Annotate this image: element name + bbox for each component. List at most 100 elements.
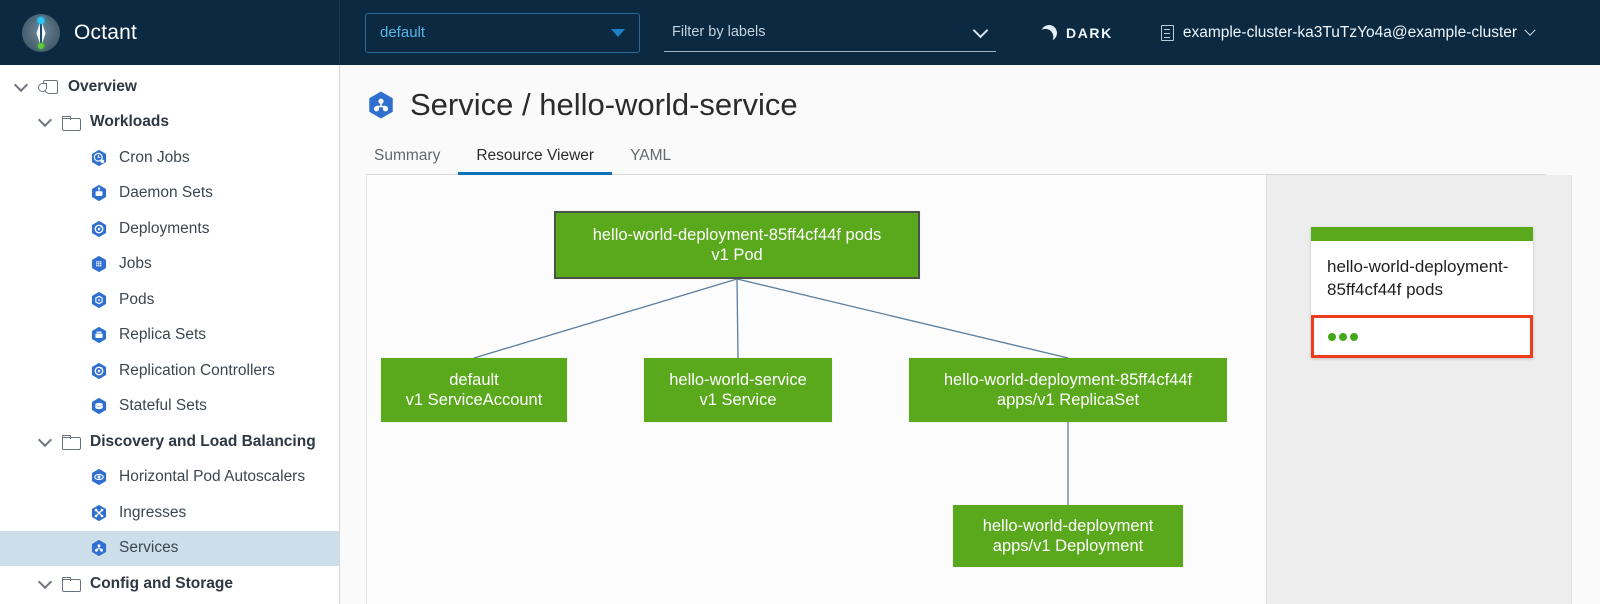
sidebar-item-label: Services (119, 539, 179, 557)
graph-node-name: hello-world-deployment-85ff4cf44f (943, 371, 1193, 389)
tab-summary[interactable]: Summary (374, 147, 441, 164)
status-dot (1350, 332, 1358, 341)
sidebar-item-label: Replica Sets (119, 326, 207, 344)
folder-icon (62, 115, 81, 131)
detail-card-status-row[interactable] (1311, 315, 1533, 358)
graph-node-kind: apps/v1 Deployment (992, 537, 1144, 555)
top-header: Octant default Filter by labels DARK exa… (0, 0, 1600, 65)
k8s-cronjob-icon (91, 149, 107, 166)
folder-icon (62, 577, 81, 593)
sidebar-item-label: Ingresses (119, 503, 187, 521)
detail-card-title: hello-world-deployment-85ff4cf44f pods (1327, 257, 1509, 299)
sidebar-item-replication-controllers[interactable]: Replication Controllers (0, 353, 339, 389)
expand-caret-expanded[interactable] (28, 113, 62, 128)
sidebar-item-label: Cron Jobs (119, 148, 190, 166)
k8s-service-icon (369, 91, 393, 119)
status-dot (1328, 332, 1336, 341)
detail-card[interactable]: hello-world-deployment-85ff4cf44f pods (1311, 227, 1533, 358)
overview-icon (38, 79, 58, 95)
graph-node-service[interactable]: hello-world-service v1 Service (644, 358, 832, 422)
folder-icon (62, 435, 81, 451)
chevron-down-icon (1524, 24, 1536, 36)
sidebar-item-replica-sets[interactable]: Replica Sets (0, 318, 339, 354)
main-content: Service / hello-world-service Summary Res… (340, 65, 1572, 604)
sidebar-item-pods[interactable]: Pods (0, 282, 339, 318)
sidebar-item-config-and-storage[interactable]: Config and Storage (0, 566, 339, 602)
expand-caret-expanded[interactable] (28, 432, 62, 447)
sidebar-item-cron-jobs[interactable]: Cron Jobs (0, 140, 339, 176)
theme-toggle-button[interactable]: DARK (1041, 25, 1113, 41)
sidebar-item-label: Workloads (90, 113, 169, 131)
graph-node-name: hello-world-deployment (982, 517, 1154, 535)
namespace-select-value: default (380, 24, 426, 41)
octant-beacon-logo-icon (22, 13, 60, 52)
graph-edge (736, 278, 1069, 359)
sidebar-item-horizontal-pod-autoscalers[interactable]: Horizontal Pod Autoscalers (0, 460, 339, 496)
k8s-replicationcontroller-icon (91, 362, 107, 379)
graph-node-kind: apps/v1 ReplicaSet (996, 391, 1140, 409)
sidebar-item-ingresses[interactable]: Ingresses (0, 495, 339, 531)
graph-node-deployment[interactable]: hello-world-deployment apps/v1 Deployment (953, 505, 1183, 567)
k8s-ingress-icon (91, 504, 107, 521)
sidebar-item-label: Stateful Sets (119, 397, 207, 415)
sidebar-item-discovery-and-load-balancing[interactable]: Discovery and Load Balancing (0, 424, 339, 460)
graph-edge (473, 278, 738, 359)
theme-toggle-label: DARK (1066, 24, 1113, 41)
k8s-pod-icon (91, 291, 107, 308)
k8s-service-icon (91, 540, 107, 557)
page-title: Service / hello-world-service (410, 87, 798, 122)
graph-node-name: hello-world-service (669, 371, 807, 389)
sidebar-item-label: Discovery and Load Balancing (90, 432, 316, 450)
chevron-down-icon (972, 22, 989, 38)
brand-area[interactable]: Octant (0, 0, 340, 65)
detail-side-panel: hello-world-deployment-85ff4cf44f pods (1267, 175, 1572, 604)
k8s-deployment-icon (91, 220, 107, 237)
graph-node-kind: v1 Service (699, 391, 777, 409)
k8s-job-icon (91, 256, 107, 273)
sidebar-item-label: Overview (68, 77, 137, 95)
graph-node-kind: v1 ServiceAccount (405, 391, 543, 409)
sidebar-item-services[interactable]: Services (0, 530, 339, 566)
sidebar-item-label: Replication Controllers (119, 361, 275, 379)
k8s-replicaset-icon (91, 327, 107, 344)
sidebar-item-stateful-sets[interactable]: Stateful Sets (0, 389, 339, 425)
resource-viewer: hello-world-deployment-85ff4cf44f pods v1… (366, 175, 1572, 604)
caret-down-icon (611, 28, 625, 37)
graph-node-replicaset[interactable]: hello-world-deployment-85ff4cf44f apps/v1… (909, 358, 1227, 422)
sidebar-item-daemon-sets[interactable]: Daemon Sets (0, 176, 339, 212)
expand-caret-expanded[interactable] (28, 574, 62, 589)
sidebar-item-label: Jobs (119, 255, 152, 273)
tab-bar: Summary Resource Viewer YAML (366, 140, 1546, 176)
sidebar-item-overview[interactable]: Overview (0, 69, 339, 105)
label-filter-input[interactable]: Filter by labels (664, 14, 996, 52)
graph-edges (473, 278, 1069, 505)
tab-resource-viewer[interactable]: Resource Viewer (458, 140, 612, 176)
sidebar-item-deployments[interactable]: Deployments (0, 211, 339, 247)
namespace-select[interactable]: default (365, 12, 640, 53)
expand-caret-expanded[interactable] (4, 77, 38, 92)
sidebar-item-label: Config and Storage (90, 574, 233, 592)
sidebar-item-workloads[interactable]: Workloads (0, 105, 339, 141)
detail-card-status-strip (1311, 227, 1533, 241)
status-dot (1339, 332, 1347, 341)
sidebar-item-label: Daemon Sets (119, 184, 213, 202)
moon-icon (1038, 22, 1059, 43)
graph-node-serviceaccount[interactable]: default v1 ServiceAccount (381, 358, 567, 422)
cluster-icon (1160, 24, 1174, 41)
sidebar-item-jobs[interactable]: Jobs (0, 247, 339, 283)
cluster-selector[interactable]: example-cluster-ka3TuTzYo4a@example-clus… (1160, 23, 1536, 42)
k8s-hpa-icon (91, 469, 107, 486)
cluster-name: example-cluster-ka3TuTzYo4a@example-clus… (1182, 23, 1518, 41)
graph-node-name: default (449, 371, 499, 389)
k8s-daemonset-icon (91, 185, 107, 202)
page-header: Service / hello-world-service (340, 65, 1572, 123)
tab-yaml[interactable]: YAML (630, 147, 672, 164)
graph-edge (736, 278, 739, 359)
right-gutter (1572, 65, 1600, 604)
graph-node-kind: v1 Pod (711, 246, 763, 264)
brand-name: Octant (74, 20, 138, 44)
